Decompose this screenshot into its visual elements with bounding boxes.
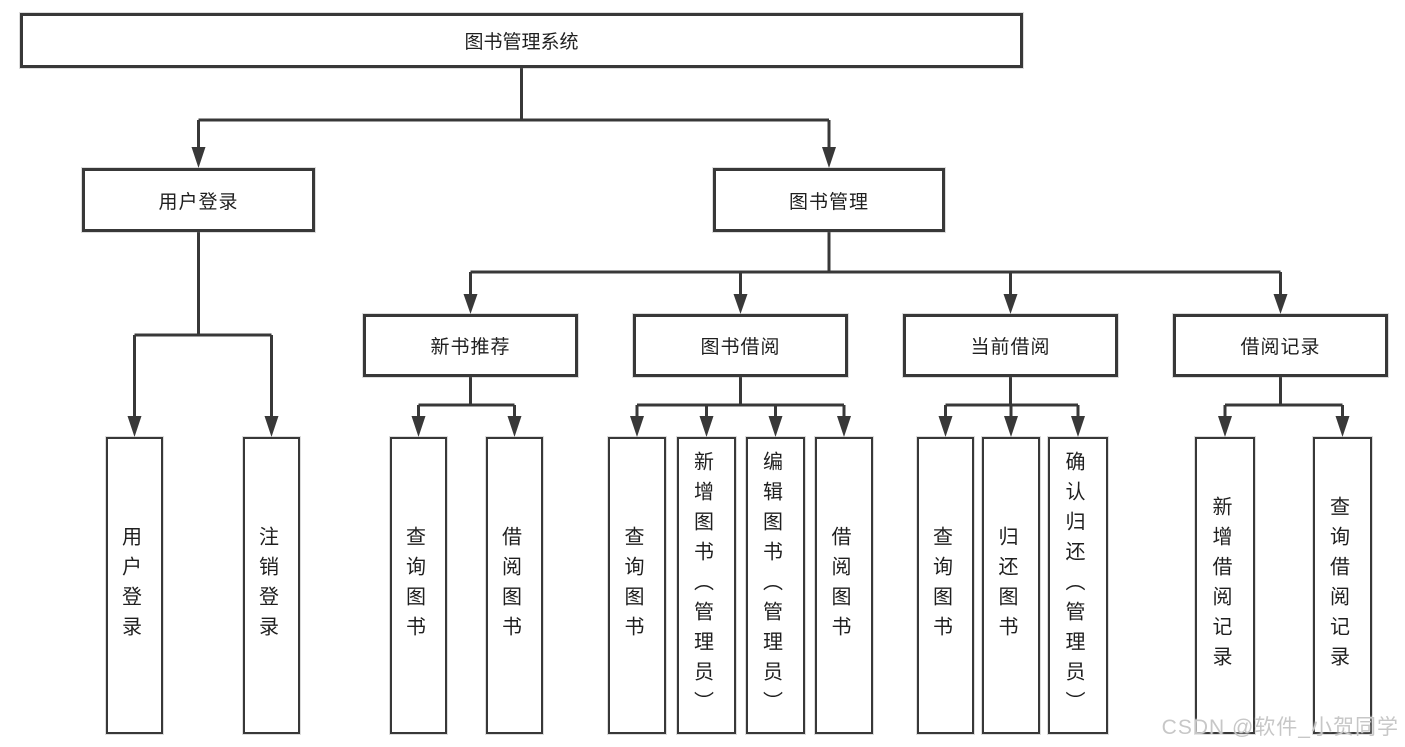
leaf-label: 注销登录 <box>255 525 278 646</box>
leaf-user-login: 用户登录 <box>106 437 163 734</box>
node-root-label: 图书管理系统 <box>464 32 579 53</box>
node-label: 图书借阅 <box>700 337 781 358</box>
leaf-label: 确认归还（管理员） <box>1062 450 1084 721</box>
leaf-confirm-return-admin: 确认归还（管理员） <box>1048 437 1108 734</box>
leaf-query-book: 查询图书 <box>390 437 447 734</box>
node-borrow-records: 借阅记录 <box>1173 314 1388 377</box>
node-user-login: 用户登录 <box>82 168 315 232</box>
node-book-management: 图书管理 <box>713 168 945 232</box>
leaf-add-book-admin: 新增图书（管理员） <box>677 437 736 734</box>
leaf-borrow-book: 借阅图书 <box>815 437 873 734</box>
leaf-logout: 注销登录 <box>243 437 300 734</box>
leaf-query-book: 查询图书 <box>917 437 974 734</box>
leaf-label: 借阅图书 <box>498 525 521 646</box>
leaf-label: 新增借阅记录 <box>1209 495 1231 676</box>
node-current-borrow: 当前借阅 <box>903 314 1118 377</box>
node-label: 新书推荐 <box>430 337 511 358</box>
leaf-label: 借阅图书 <box>828 525 850 646</box>
leaf-add-borrow-record: 新增借阅记录 <box>1195 437 1255 734</box>
leaf-return-book: 归还图书 <box>982 437 1040 734</box>
leaf-edit-book-admin: 编辑图书（管理员） <box>746 437 805 734</box>
leaf-borrow-book: 借阅图书 <box>486 437 543 734</box>
node-root: 图书管理系统 <box>20 13 1023 68</box>
node-new-book-recommend: 新书推荐 <box>363 314 578 377</box>
leaf-query-book: 查询图书 <box>608 437 666 734</box>
node-label: 借阅记录 <box>1240 337 1321 358</box>
arrowheads <box>127 147 1350 437</box>
leaf-label: 查询图书 <box>402 525 425 646</box>
node-book-borrow: 图书借阅 <box>633 314 848 377</box>
leaf-label: 查询图书 <box>929 525 952 646</box>
leaf-label: 查询借阅记录 <box>1326 495 1349 676</box>
leaf-label: 新增图书（管理员） <box>690 450 713 721</box>
leaf-label: 编辑图书（管理员） <box>759 450 782 721</box>
leaf-label: 归还图书 <box>995 525 1017 646</box>
leaf-query-borrow-record: 查询借阅记录 <box>1313 437 1372 734</box>
leaf-label: 查询图书 <box>621 525 643 646</box>
node-label: 当前借阅 <box>970 337 1051 358</box>
leaf-label: 用户登录 <box>118 525 141 646</box>
node-user-login-label: 用户登录 <box>158 191 239 213</box>
node-book-management-label: 图书管理 <box>788 191 869 213</box>
